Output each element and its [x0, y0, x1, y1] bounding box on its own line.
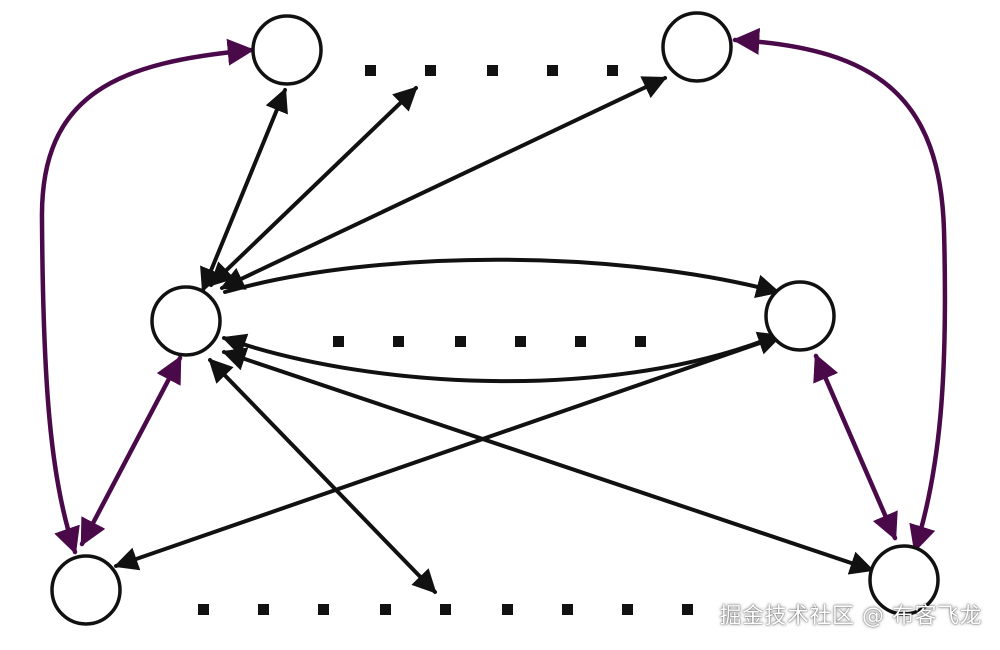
edge-midright-midleft-lower — [221, 333, 780, 384]
node-top-left — [251, 14, 323, 86]
edge-midleft-bottomgap — [208, 358, 437, 594]
node-bottom-right — [868, 544, 940, 616]
dotted-row-bottom — [198, 604, 693, 615]
node-mid-right — [764, 280, 836, 352]
edge-midleft-midright-upper — [223, 257, 781, 299]
dotted-row-middle — [333, 336, 646, 347]
edge-midleft-bottomright — [221, 347, 875, 575]
edge-midright-bottomleft — [113, 331, 783, 571]
node-mid-left — [150, 285, 222, 357]
node-bottom-left — [50, 554, 122, 626]
node-top-right — [661, 11, 733, 83]
edge-midleft-topright — [219, 76, 668, 290]
edge-midright-bottomright — [813, 353, 898, 541]
watermark-text: 掘金技术社区 @ 布客飞龙 — [719, 604, 982, 629]
edge-topleft-bottomleft-outer — [39, 38, 255, 555]
edge-midleft-bottomleft — [79, 355, 183, 547]
edge-midleft-topgap — [209, 86, 418, 287]
edge-topright-bottomright-outer — [732, 27, 948, 553]
edge-midleft-topleft — [200, 87, 288, 293]
dotted-row-top — [365, 65, 618, 76]
